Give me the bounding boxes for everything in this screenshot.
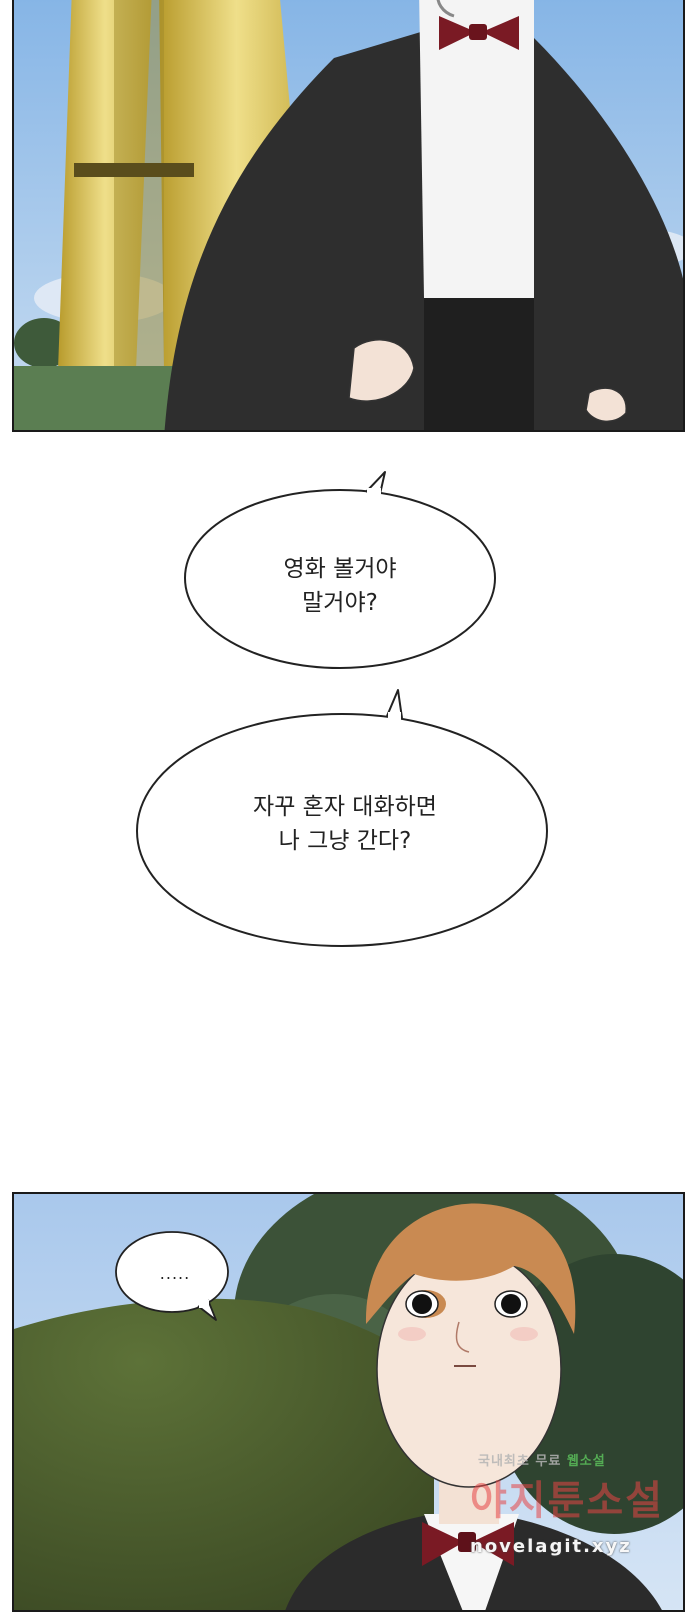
tower-gap bbox=[114, 0, 164, 373]
bowtie-right bbox=[482, 16, 519, 50]
speech-line: 영화 볼거야 bbox=[283, 556, 397, 582]
hair-strand bbox=[436, 0, 455, 18]
watermark-tagline-prefix: 국내최초 무료 bbox=[478, 1454, 562, 1469]
pupil-right bbox=[501, 1294, 521, 1314]
speech-line: 말거야? bbox=[302, 590, 378, 616]
speech-bubble-3-text: ..... bbox=[159, 1264, 191, 1283]
hair bbox=[365, 1203, 576, 1334]
hand-left bbox=[348, 339, 415, 402]
blush-left bbox=[398, 1327, 426, 1341]
panel-top-illustration bbox=[14, 0, 683, 430]
watermark-url: novelagit.xyz bbox=[470, 1536, 632, 1557]
speech-bubble-2 bbox=[135, 689, 549, 948]
speech-line: 나 그냥 간다? bbox=[278, 828, 412, 854]
bowtie-right bbox=[472, 1522, 514, 1566]
speech-bubble-2-text: 자꾸 혼자 대화하면 나 그냥 간다? bbox=[140, 790, 550, 858]
watermark-brand: 야지툰소설 bbox=[470, 1478, 664, 1524]
comic-panel-top bbox=[12, 0, 685, 432]
trousers bbox=[424, 298, 534, 430]
bowtie-left bbox=[422, 1522, 464, 1566]
speech-line: 자꾸 혼자 대화하면 bbox=[253, 794, 437, 820]
watermark-tagline: 국내최초 무료 웹소설 bbox=[478, 1450, 606, 1469]
nose bbox=[455, 1321, 470, 1353]
dress-shirt bbox=[419, 0, 534, 298]
hill bbox=[14, 1298, 434, 1610]
bowtie-knot bbox=[469, 24, 487, 40]
pupil-left bbox=[412, 1294, 432, 1314]
bowtie-knot bbox=[458, 1532, 476, 1552]
speech-bubble-3 bbox=[115, 1231, 229, 1321]
watermark-tagline-highlight: 웹소설 bbox=[566, 1454, 606, 1469]
bowtie-left bbox=[439, 16, 476, 50]
blush-right bbox=[510, 1327, 538, 1341]
panel-bottom-illustration bbox=[14, 1194, 683, 1610]
tower-band bbox=[74, 163, 194, 177]
speech-bubble-1 bbox=[183, 471, 497, 670]
speech-bubble-1-text: 영화 볼거야 말거야? bbox=[190, 552, 490, 620]
hand-right bbox=[585, 387, 627, 422]
